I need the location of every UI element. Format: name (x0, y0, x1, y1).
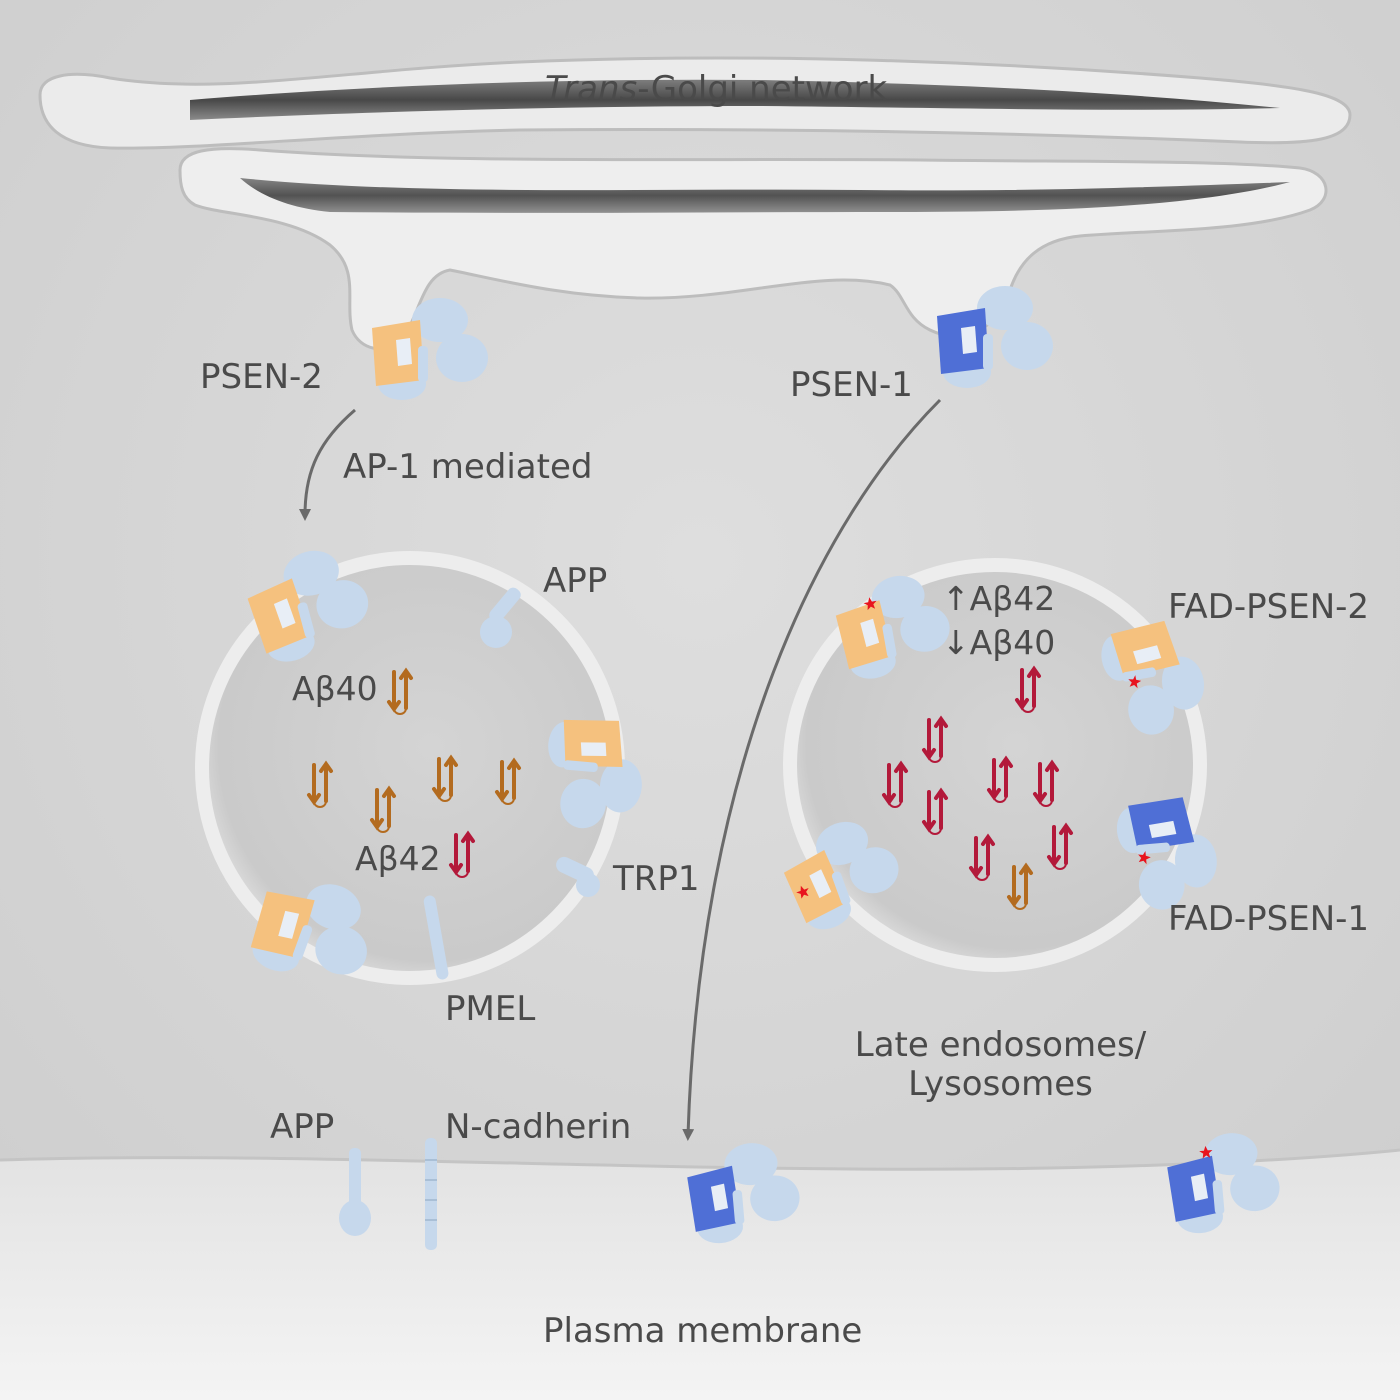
fad-psen2-complex-right (1101, 620, 1205, 735)
abeta40-fibril (307, 760, 333, 808)
abeta42-fibril (1015, 665, 1041, 713)
n-cadherin-protein (425, 1138, 437, 1250)
fad-psen1-complex-right (1116, 797, 1217, 910)
fad-psen1-label: FAD-PSEN-1 (1168, 899, 1370, 939)
abeta42-fibril (1047, 822, 1073, 870)
psen2-complex-vesicle-top (247, 550, 369, 662)
trp1-label: TRP1 (613, 859, 700, 899)
psen2-complex-vesicle-bottom (250, 884, 367, 975)
pmel-label: PMEL (445, 989, 536, 1029)
abeta42-fibril (1033, 759, 1059, 807)
abeta42-fibril (987, 755, 1013, 803)
late-endosomes-line1: Late endosomes/ (854, 1025, 1147, 1065)
n-cadherin-label: N-cadherin (445, 1107, 632, 1147)
abeta42-fibril (882, 760, 908, 808)
plasma-membrane-line (0, 1148, 1400, 1171)
fad-psen2-complex-bottom-left (783, 821, 899, 930)
ap1-mediated-label: AP-1 mediated (343, 447, 593, 487)
psen1-complex-golgi (937, 286, 1053, 388)
trans-golgi-network-label: Trans-Golgi network (545, 69, 888, 109)
abeta40-label: Aβ40 (292, 669, 378, 708)
app-vesicle-label: APP (543, 561, 608, 601)
ap1-transport-arrow (299, 408, 356, 521)
abeta40-fibril (495, 757, 521, 805)
mutation-star-icon (796, 885, 809, 899)
psen2-complex-golgi (372, 298, 488, 400)
mutation-star-icon (863, 597, 877, 611)
psen2-complex-vesicle-right (548, 719, 642, 829)
abeta40-fibril (432, 754, 458, 802)
abeta-fibrils (307, 665, 1073, 910)
app-protein-vesicle (480, 587, 521, 648)
pmel-protein (423, 895, 449, 980)
gamma-secretase-complexes (247, 286, 1280, 1244)
mutation-star-icon (1128, 675, 1142, 689)
plasma-membrane-label: Plasma membrane (543, 1311, 863, 1351)
abeta40-fibril (387, 667, 413, 715)
down-abeta40-label: ↓Aβ40 (942, 623, 1056, 662)
psen2-label: PSEN-2 (200, 357, 323, 397)
trp1-protein (556, 856, 600, 897)
late-endosomes-label: Late endosomes/ Lysosomes (848, 1025, 1153, 1105)
abeta42-fibril (922, 787, 948, 835)
abeta42-fibril (449, 830, 475, 878)
fad-psen2-complex-top-left (835, 575, 950, 679)
psen1-complex-membrane (687, 1143, 800, 1244)
abeta42-fibril (969, 833, 995, 881)
mutation-star-icon (1138, 851, 1151, 865)
late-endosomes-line2: Lysosomes (908, 1064, 1093, 1105)
mutation-star-icon (1199, 1145, 1213, 1159)
psen1-label: PSEN-1 (790, 365, 913, 405)
app-protein-membrane (339, 1148, 371, 1236)
abeta42-label: Aβ42 (355, 839, 441, 878)
app-membrane-label: APP (270, 1107, 335, 1147)
abeta42-fibril (922, 715, 948, 763)
abeta40-fibril (370, 785, 396, 833)
fad-psen2-label: FAD-PSEN-2 (1168, 587, 1370, 627)
abeta40-fibril (1007, 862, 1033, 910)
up-abeta42-label: ↑Aβ42 (942, 579, 1056, 618)
fad-psen1-complex-membrane (1167, 1133, 1280, 1234)
psen1-to-membrane-arrow (682, 398, 942, 1141)
